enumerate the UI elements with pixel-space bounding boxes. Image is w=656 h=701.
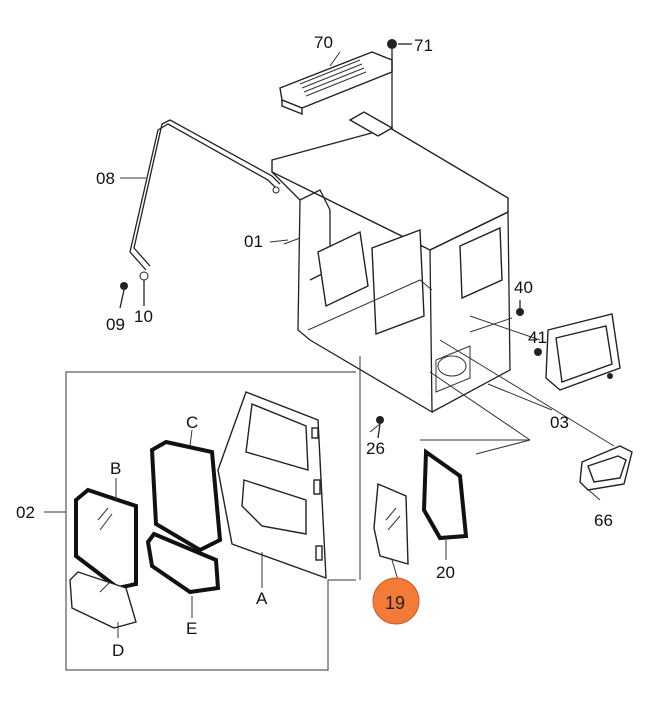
roof-vent-cover — [279, 51, 393, 116]
callout-01: 01 — [244, 232, 263, 251]
callout-40: 40 — [514, 278, 533, 297]
seal-66 — [579, 445, 633, 491]
leader-lines — [44, 51, 615, 638]
callout-70: 70 — [314, 33, 333, 52]
callout-03: 03 — [550, 413, 569, 432]
door-assembly-box — [65, 371, 356, 671]
bolt-71 — [387, 39, 412, 140]
callout-C: C — [186, 413, 198, 432]
callout-19: 19 — [385, 593, 405, 613]
callout-D: D — [112, 641, 124, 660]
door-frame — [217, 391, 327, 580]
door-window-seal-e — [145, 531, 221, 595]
callout-E: E — [186, 619, 197, 638]
callout-A: A — [256, 589, 268, 608]
glass-19 — [373, 482, 409, 565]
handrail — [129, 119, 281, 271]
callout-10: 10 — [134, 307, 153, 326]
callout-26: 26 — [366, 439, 385, 458]
highlight-circle — [372, 577, 420, 625]
callout-66: 66 — [594, 511, 613, 530]
washer-10 — [139, 271, 149, 306]
seal-20 — [421, 448, 469, 541]
callout-71: 71 — [414, 36, 433, 55]
bolt-41 — [534, 348, 542, 356]
door-glass-d — [69, 571, 137, 629]
bolt-09 — [119, 282, 128, 309]
door-window-seal-c — [149, 439, 223, 553]
callout-02: 02 — [16, 503, 35, 522]
callout-41: 41 — [528, 328, 547, 347]
bolt-40 — [516, 300, 524, 316]
callout-08: 08 — [96, 169, 115, 188]
cab-frame — [271, 111, 511, 414]
door-glass-b — [74, 487, 138, 591]
callout-B: B — [110, 459, 121, 478]
callout-20: 20 — [436, 563, 455, 582]
rear-window-panel — [545, 313, 621, 391]
callout-09: 09 — [106, 315, 125, 334]
bolt-26 — [376, 416, 384, 439]
